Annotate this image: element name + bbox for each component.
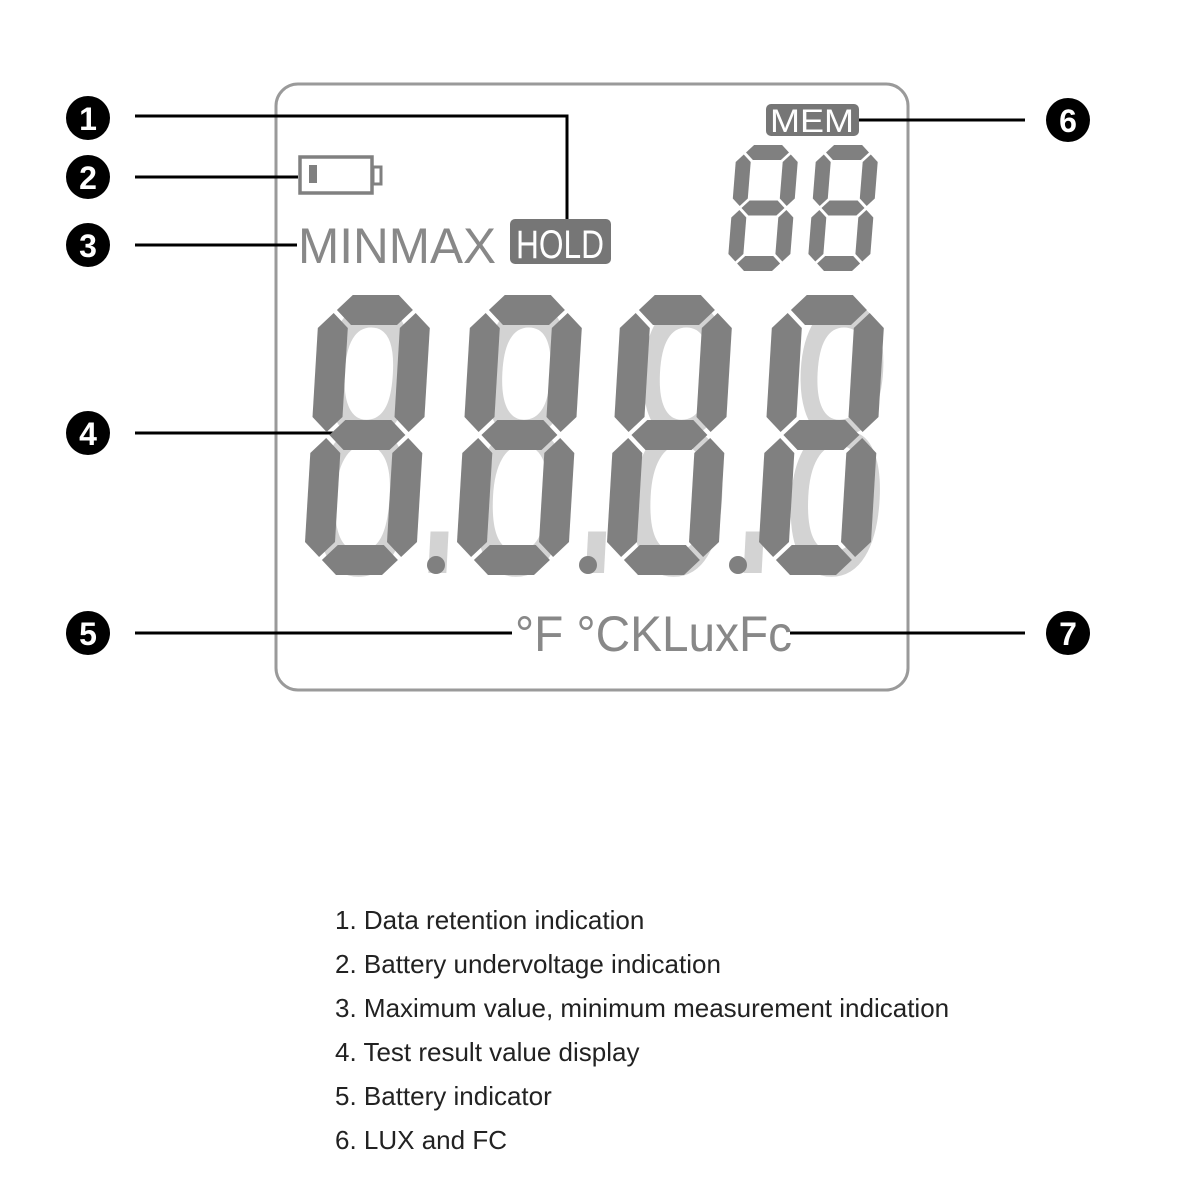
segment-a (336, 295, 413, 325)
legend-item: 5. Battery indicator (335, 1081, 552, 1111)
segment-f (732, 154, 751, 206)
callout-number: 6 (1059, 103, 1077, 139)
segment-a (826, 145, 869, 160)
callout-number: 4 (79, 416, 97, 452)
segment-e (305, 438, 341, 557)
battery-low-icon (298, 155, 383, 195)
segment-e (728, 210, 747, 262)
segment-b (394, 313, 430, 432)
segment-c (387, 438, 423, 557)
segment-f (766, 313, 802, 432)
segment-d (817, 256, 861, 271)
segment-d (321, 545, 398, 575)
callout-2: 2 (66, 155, 110, 199)
callout-7: 7 (1046, 611, 1090, 655)
decimal-point (579, 556, 597, 574)
decimal-point (729, 556, 747, 574)
segment-b (859, 154, 878, 206)
leader-line-1 (135, 114, 569, 220)
segment-g (783, 420, 860, 450)
callout-number: 5 (79, 616, 97, 652)
segment-d (775, 545, 852, 575)
segment-b (779, 154, 798, 206)
segment-c (689, 438, 725, 557)
callout-6: 6 (1046, 98, 1090, 142)
mem-badge (766, 104, 859, 136)
legend-item: 3. Maximum value, minimum measurement in… (335, 993, 950, 1023)
segment-e (759, 438, 795, 557)
callout-number: 3 (79, 228, 97, 264)
segment-a (790, 295, 867, 325)
segment-f (464, 313, 500, 432)
callout-number: 2 (79, 160, 97, 196)
decimal-point (427, 556, 445, 574)
minmax-indicator: MINMAX (298, 218, 496, 274)
segment-g (481, 420, 558, 450)
segment-b (696, 313, 732, 432)
main-value-display (305, 295, 884, 575)
segment-f (312, 313, 348, 432)
segment-b (848, 313, 884, 432)
callout-1: 1 (66, 96, 110, 140)
segment-b (546, 313, 582, 432)
legend-item: 2. Battery undervoltage indication (335, 949, 721, 979)
segment-c (775, 210, 794, 262)
segment-a (638, 295, 715, 325)
segment-c (841, 438, 877, 557)
hold-badge (510, 219, 611, 264)
segment-d (473, 545, 550, 575)
segment-c (539, 438, 575, 557)
legend-item: 1. Data retention indication (335, 905, 645, 935)
segment-d (623, 545, 700, 575)
callout-number: 7 (1059, 616, 1077, 652)
segment-g (329, 420, 406, 450)
seven-segment-digit (728, 145, 798, 271)
seven-segment-digit (759, 295, 884, 575)
callout-5: 5 (66, 611, 110, 655)
lcd-frame (274, 82, 910, 692)
segment-e (457, 438, 493, 557)
segment-g (631, 420, 708, 450)
hold-indicator: HOLD (516, 223, 604, 267)
seven-segment-digit (457, 295, 582, 575)
legend-item: 6. LUX and FC (335, 1125, 507, 1155)
segment-c (855, 210, 874, 262)
units-indicator: °F °CKLuxFc (515, 606, 792, 662)
segment-d (737, 256, 781, 271)
segment-f (614, 313, 650, 432)
callout-number: 1 (79, 101, 97, 137)
segment-f (812, 154, 831, 206)
legend-list: 1. Data retention indication 2. Battery … (335, 898, 949, 1162)
segment-g (741, 200, 785, 216)
seven-segment-digit (305, 295, 430, 575)
segment-e (808, 210, 827, 262)
segment-a (746, 145, 789, 160)
callout-4: 4 (66, 411, 110, 455)
memory-digits-display (728, 145, 878, 271)
seven-segment-digit (808, 145, 878, 271)
legend-item: 4. Test result value display (335, 1037, 640, 1067)
mem-indicator: MEM (770, 103, 854, 139)
segment-e (607, 438, 643, 557)
segment-g (821, 200, 865, 216)
callout-3: 3 (66, 223, 110, 267)
seven-segment-digit (607, 295, 732, 575)
segment-a (488, 295, 565, 325)
